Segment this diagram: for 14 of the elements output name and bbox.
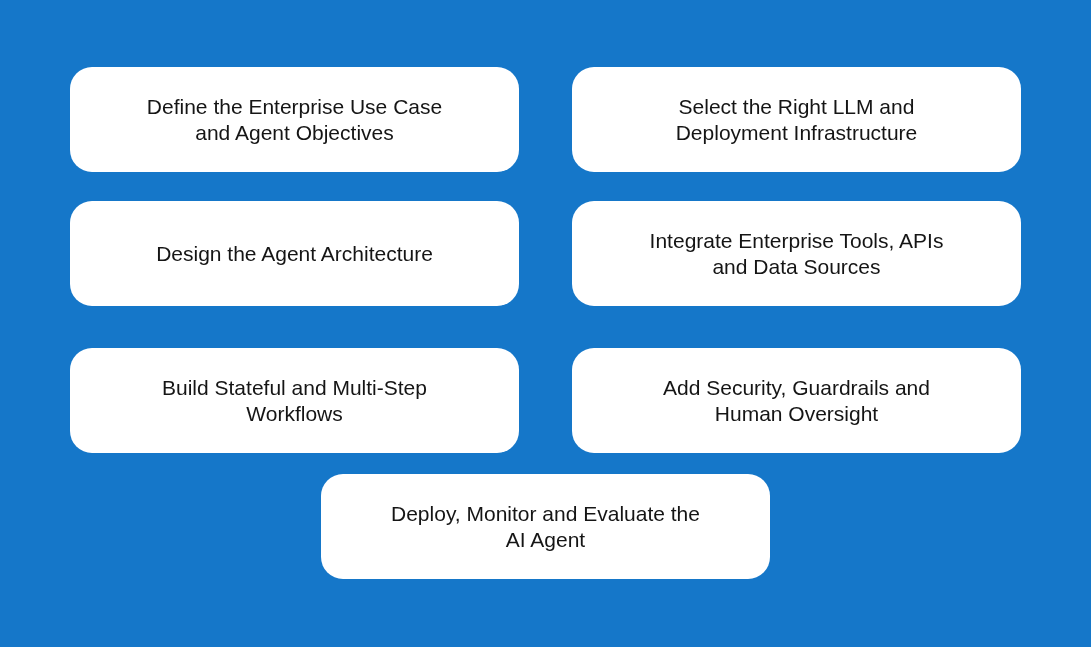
- step-label: Integrate Enterprise Tools, APIs and Data Sources: [648, 227, 945, 280]
- step-card: [572, 201, 1021, 306]
- step-label: Deploy, Monitor and Evaluate the AI Agent: [390, 500, 701, 553]
- step-label: Add Security, Guardrails and Human Oversight: [662, 374, 931, 427]
- step-label: Design the Agent Architecture: [156, 240, 433, 267]
- step-card: [321, 474, 770, 579]
- step-card: [70, 348, 519, 453]
- step-card: [572, 67, 1021, 172]
- step-card: [70, 201, 519, 306]
- step-card: [70, 67, 519, 172]
- step-label: Select the Right LLM and Deployment Infrastructure: [674, 93, 919, 146]
- step-label: Define the Enterprise Use Case and Agent Objectives: [145, 93, 444, 146]
- step-card: [572, 348, 1021, 453]
- step-label: Build Stateful and Multi-Step Workflows: [161, 374, 428, 427]
